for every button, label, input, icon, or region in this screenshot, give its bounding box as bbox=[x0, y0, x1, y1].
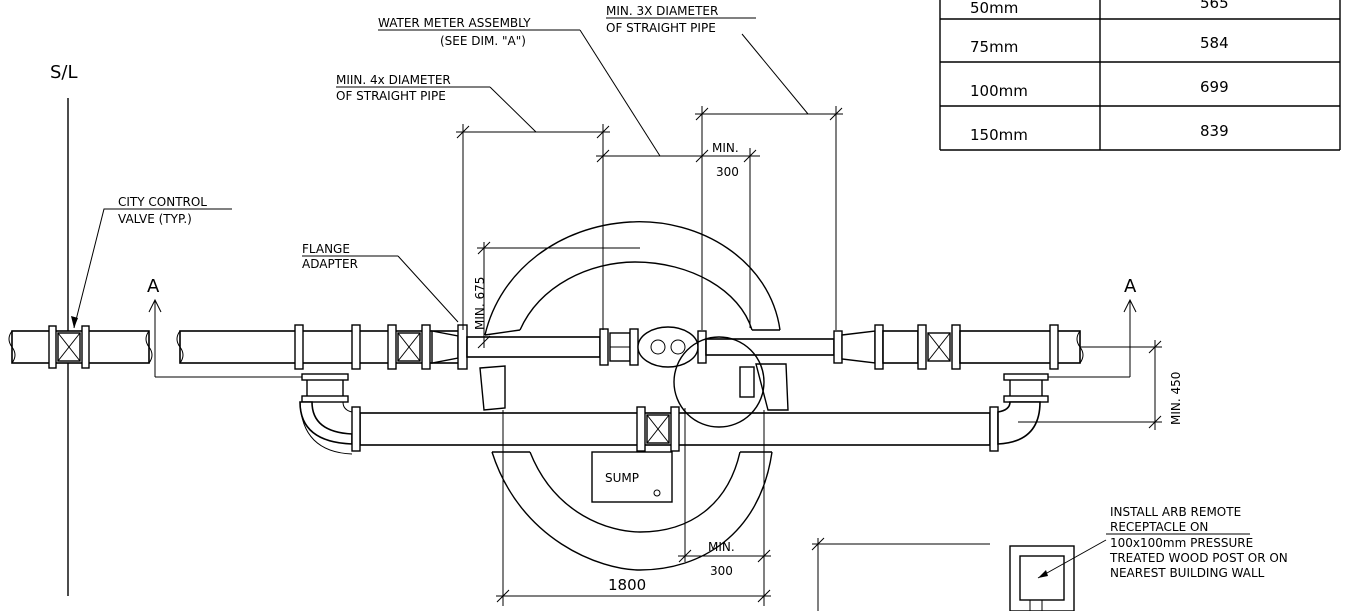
outlet-pipe bbox=[841, 324, 1084, 370]
table-dim-1: 584 bbox=[1200, 34, 1229, 52]
section-marker-left: A bbox=[147, 276, 307, 378]
property-line-label: S/L bbox=[50, 62, 78, 83]
bypass-left bbox=[299, 373, 353, 455]
arb-label-3: 100x100mm PRESSURE bbox=[1110, 536, 1253, 550]
table-dim-2: 699 bbox=[1200, 78, 1229, 96]
flange-adapter-callout: FLANGE ADAPTER bbox=[302, 242, 459, 323]
street-pipe-left bbox=[8, 325, 153, 369]
meter-clearance-circle bbox=[673, 336, 765, 428]
dim-1800-label: 1800 bbox=[608, 576, 646, 594]
min-300-bottom-label-2: 300 bbox=[710, 564, 733, 578]
meter-assembly bbox=[466, 326, 843, 368]
table-dim-3: 839 bbox=[1200, 122, 1229, 140]
flange-label-1: FLANGE bbox=[302, 242, 350, 256]
table-dim-0: 565 bbox=[1200, 0, 1229, 12]
arb-callout: INSTALL ARB REMOTE RECEPTACLE ON 100x100… bbox=[1106, 505, 1288, 580]
table-size-3: 150mm bbox=[970, 126, 1028, 144]
upstream-callout: MIIN. 4x DIAMETER OF STRAIGHT PIPE bbox=[336, 73, 537, 133]
downstream-label-2: OF STRAIGHT PIPE bbox=[606, 21, 716, 35]
arb-label-2: RECEPTACLE ON bbox=[1110, 520, 1208, 534]
arb-label-4: TREATED WOOD POST OR ON bbox=[1109, 551, 1288, 565]
upstream-label-2: OF STRAIGHT PIPE bbox=[336, 89, 446, 103]
min-300-top: MIN. 300 bbox=[712, 141, 739, 179]
access-door-left bbox=[479, 365, 506, 411]
min-300-top-label-2: 300 bbox=[716, 165, 739, 179]
upstream-label-1: MIIN. 4x DIAMETER bbox=[336, 73, 451, 87]
arb-receptacle bbox=[811, 537, 1107, 611]
section-marker-right: A bbox=[1048, 276, 1137, 378]
arb-label-1: INSTALL ARB REMOTE bbox=[1110, 505, 1241, 519]
meter-label-1: WATER METER ASSEMBLY bbox=[378, 16, 531, 30]
table-size-1: 75mm bbox=[970, 38, 1018, 56]
inlet-pipe bbox=[176, 324, 468, 370]
min-300-bottom-label-1: MIN. bbox=[708, 540, 735, 554]
city-valve-label-2: VALVE (TYP.) bbox=[118, 212, 192, 226]
city-control-valve-callout: CITY CONTROL VALVE (TYP.) bbox=[71, 195, 232, 329]
bottom-dimensions: 1800 MIN. 300 bbox=[496, 408, 771, 606]
top-dimensions bbox=[456, 106, 843, 330]
flange-label-2: ADAPTER bbox=[302, 257, 358, 271]
dimension-table: 50mm 565 75mm 584 100mm 699 150mm 839 bbox=[939, 0, 1341, 151]
section-label-left: A bbox=[147, 276, 160, 297]
min-450-dimension: MIN. 450 bbox=[1018, 340, 1183, 430]
city-valve-label-1: CITY CONTROL bbox=[118, 195, 207, 209]
sump-label: SUMP bbox=[605, 471, 639, 485]
min-675-label: MIN. 675 bbox=[473, 277, 487, 330]
bypass-right bbox=[997, 373, 1049, 445]
arb-label-5: NEAREST BUILDING WALL bbox=[1110, 566, 1265, 580]
sump: SUMP bbox=[591, 451, 673, 503]
min-300-top-label-1: MIN. bbox=[712, 141, 739, 155]
downstream-callout: MIN. 3X DIAMETER OF STRAIGHT PIPE bbox=[606, 4, 809, 115]
meter-label-2: (SEE DIM. "A") bbox=[440, 34, 526, 48]
min-450-label: MIN. 450 bbox=[1169, 372, 1183, 425]
table-size-2: 100mm bbox=[970, 82, 1028, 100]
table-size-0: 50mm bbox=[970, 0, 1018, 17]
min-675-dimension: MIN. 675 bbox=[473, 241, 640, 349]
meter-assembly-callout: WATER METER ASSEMBLY (SEE DIM. "A") bbox=[378, 16, 661, 157]
section-label-right: A bbox=[1124, 276, 1137, 297]
clearance-arcs bbox=[484, 221, 781, 571]
downstream-label-1: MIN. 3X DIAMETER bbox=[606, 4, 718, 18]
bypass-pipe bbox=[351, 406, 999, 452]
